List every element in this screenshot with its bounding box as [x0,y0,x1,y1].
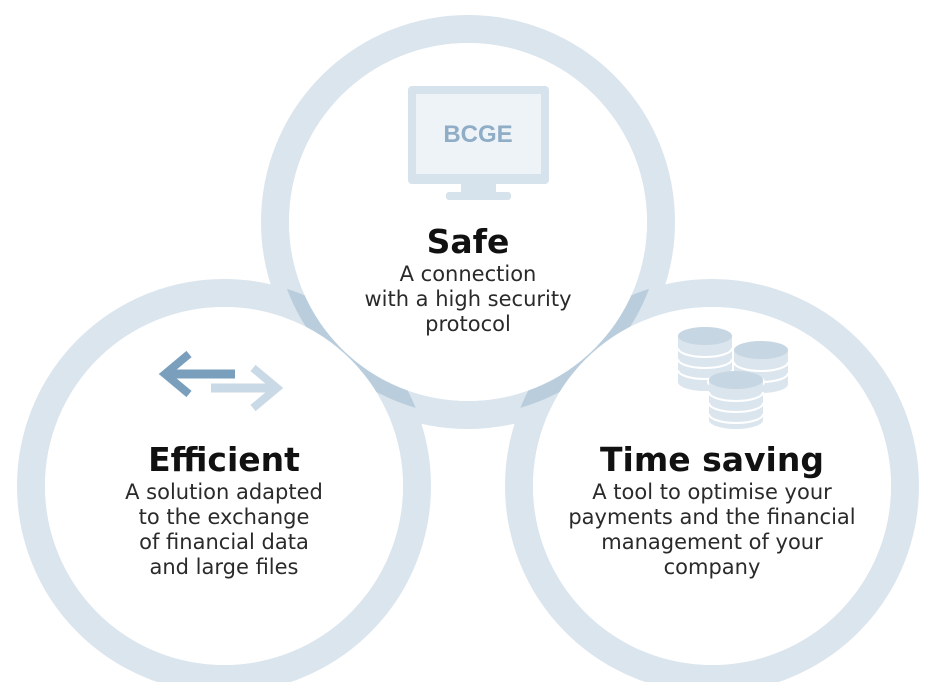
time-saving-title: Time saving [600,440,824,479]
time-saving-desc-line-3: management of your [601,530,823,554]
ring-time-saving [505,279,919,682]
monitor-logo-text: BCGE [443,121,512,148]
circle-fill-safe [289,43,647,401]
efficient-block: Efficient A solution adapted to the exch… [84,440,364,580]
computer-monitor-icon: BCGE [408,86,549,200]
time-saving-block: Time saving A tool to optimise your paym… [557,440,867,580]
time-saving-desc-line-4: company [663,555,761,579]
efficient-desc-line-2: to the exchange [138,505,310,529]
ring-efficient [17,279,431,682]
coin-stacks-icon [677,327,789,429]
circle-fill-time-saving [533,307,891,665]
time-saving-desc-line-1: A tool to optimise your [592,480,832,504]
safe-desc-line-2: with a high security [364,287,572,311]
safe-desc-line-3: protocol [425,312,511,336]
efficient-desc-line-3: of financial data [139,530,309,554]
safe-title: Safe [426,222,510,261]
circle-fill-efficient [45,307,403,665]
ring-safe [261,15,675,429]
efficient-title: Efficient [148,440,300,479]
efficient-desc-line-4: and large files [149,555,299,579]
time-saving-desc-line-2: payments and the financial [568,505,856,529]
coin-stack-front [707,371,765,429]
safe-block: Safe A connection with a high security p… [318,222,618,337]
safe-desc-line-1: A connection [399,262,537,286]
exchange-arrows-icon [158,350,284,412]
efficient-desc-line-1: A solution adapted [125,480,323,504]
